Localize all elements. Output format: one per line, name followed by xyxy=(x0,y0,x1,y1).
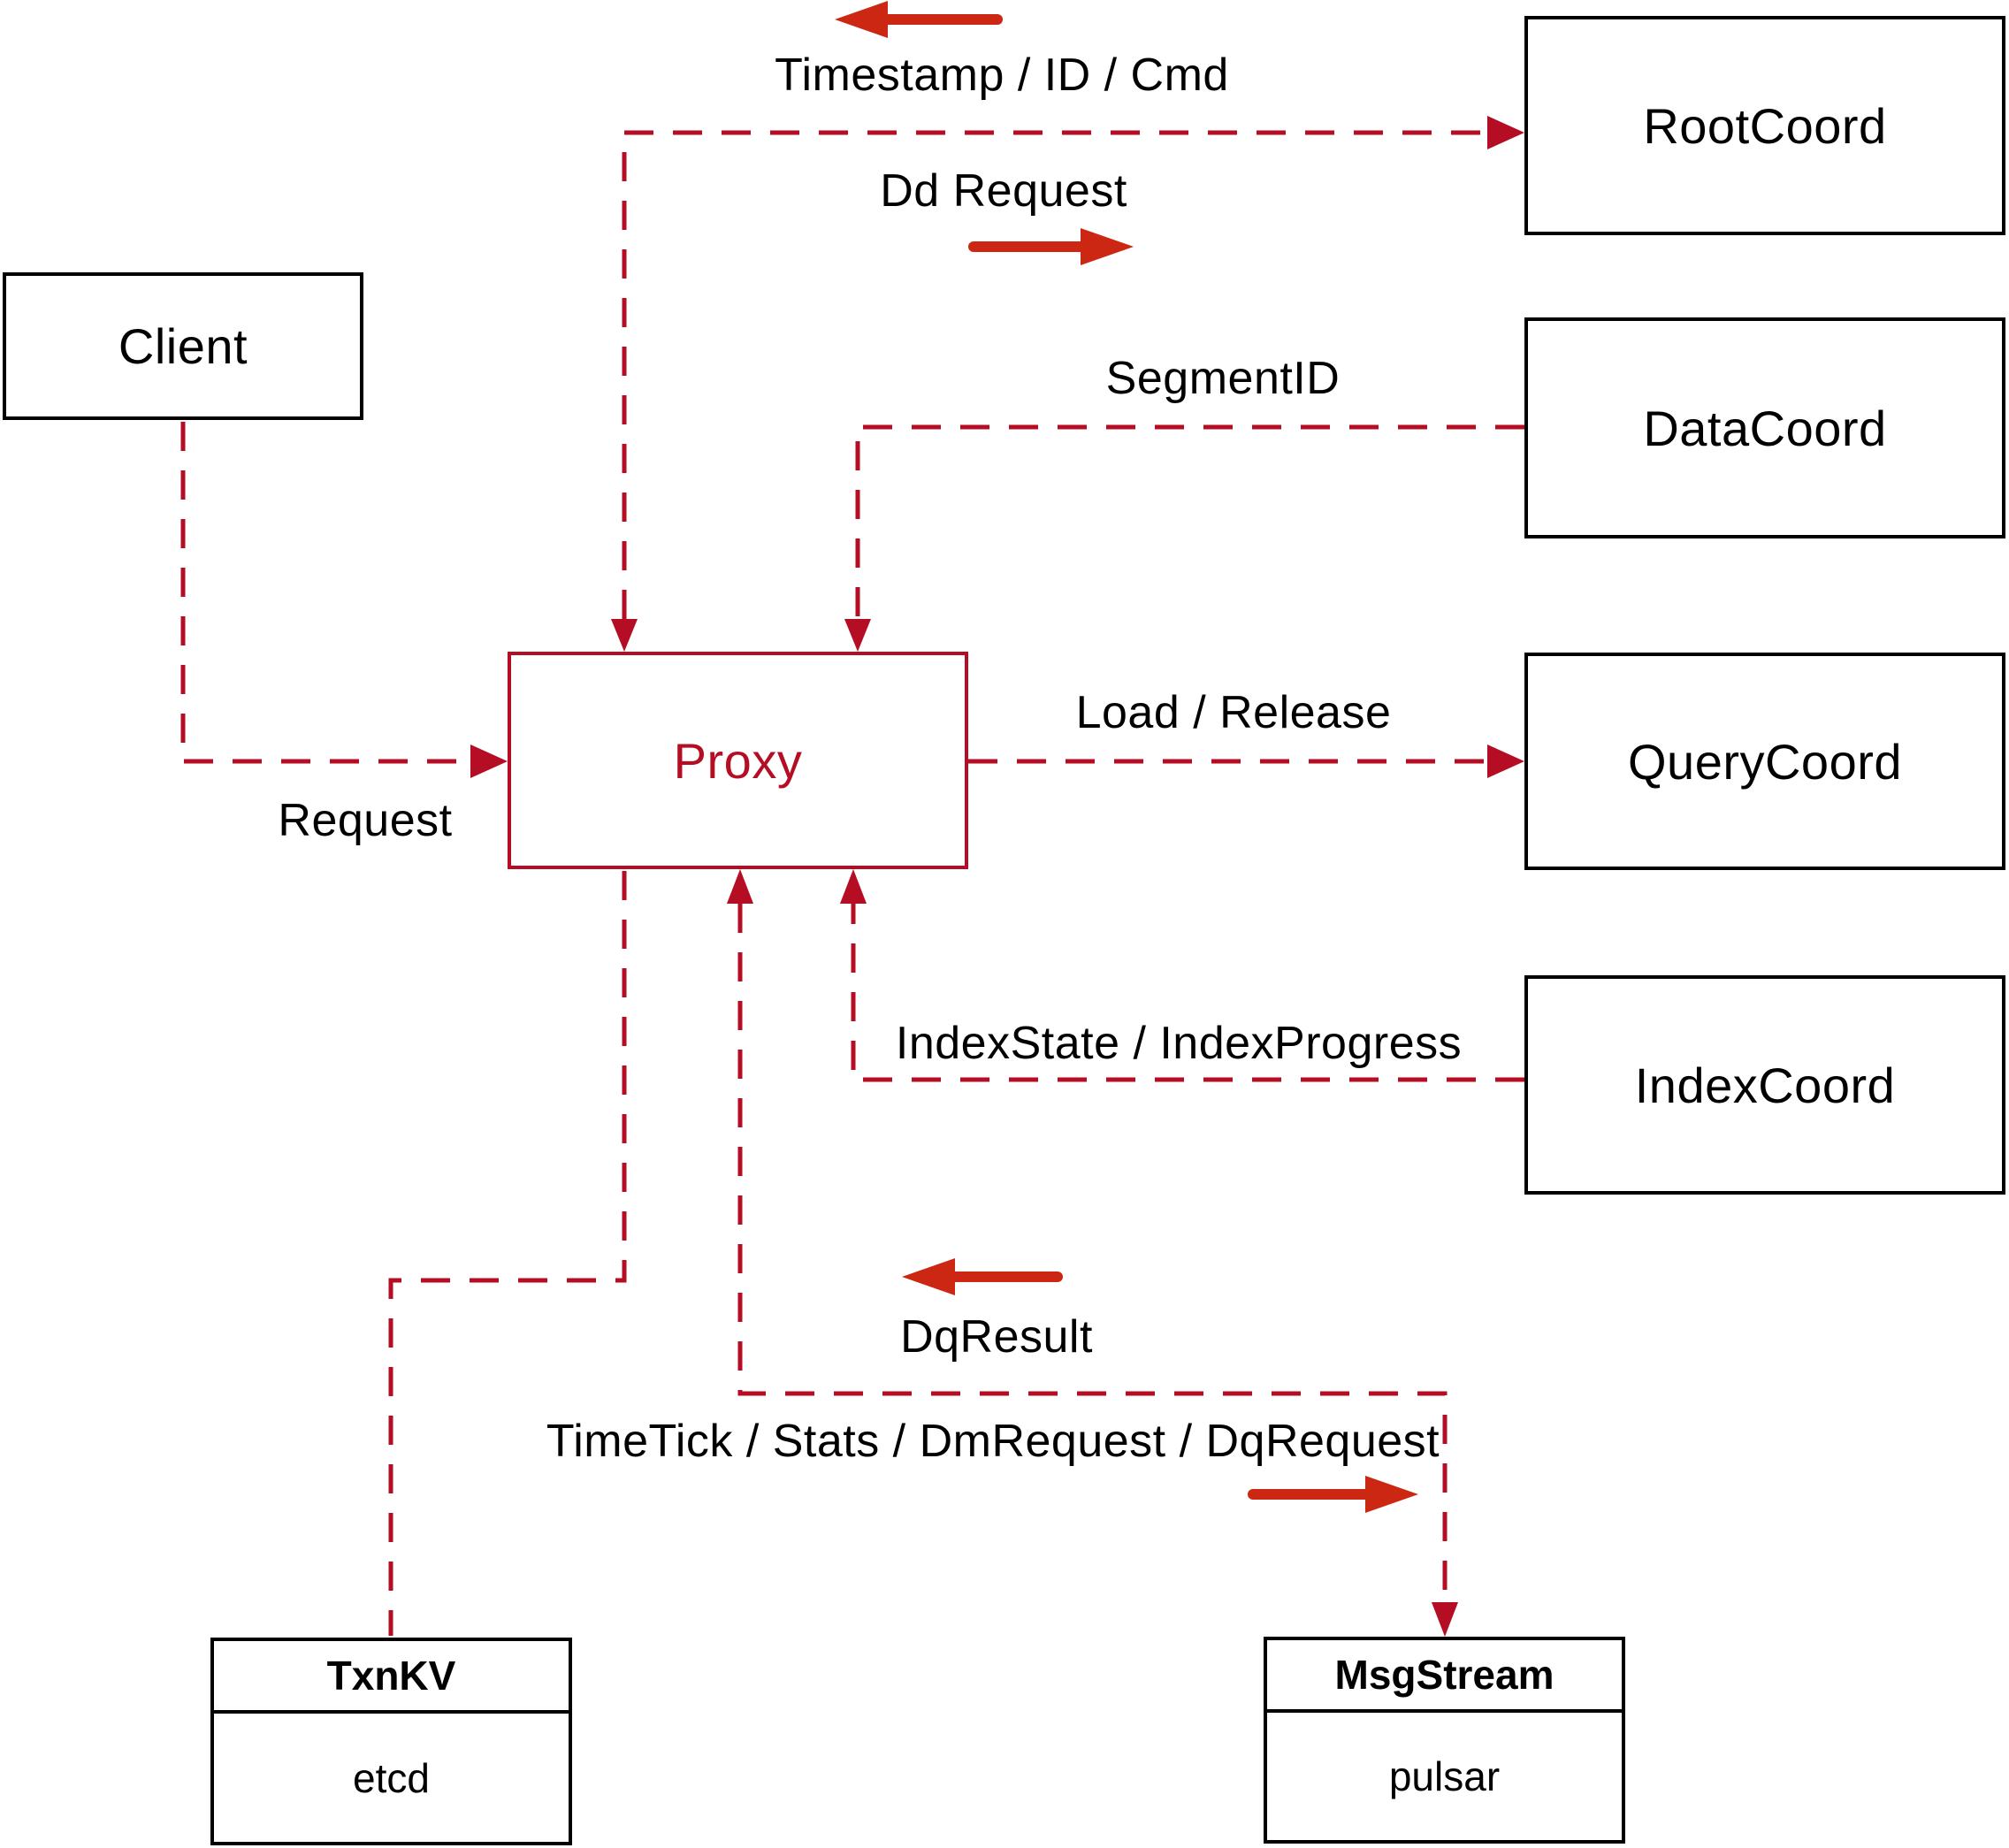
flow-arrow-dqresult-head xyxy=(902,1258,955,1295)
edge-indexcoord-proxy xyxy=(840,869,1524,1082)
flow-arrow-ddrequest-right xyxy=(968,228,1134,265)
arrowhead-into-proxy-top-left xyxy=(611,619,638,652)
edge-client-proxy-line xyxy=(180,422,470,764)
node-msgstream-subtitle: pulsar xyxy=(1388,1753,1501,1799)
node-txnkv: TxnKV etcd xyxy=(210,1638,572,1845)
node-txnkv-subtitle: etcd xyxy=(353,1754,430,1801)
node-client-label: Client xyxy=(118,318,248,374)
edge-label-timestamp-id-cmd: Timestamp / ID / Cmd xyxy=(775,50,1229,101)
arrowhead-into-proxy-bottom-right xyxy=(840,869,867,904)
flow-arrow-timetick-right xyxy=(1248,1476,1418,1513)
arrowhead-into-msgstream xyxy=(1432,1602,1458,1637)
node-indexcoord: IndexCoord xyxy=(1524,975,2005,1195)
node-querycoord: QueryCoord xyxy=(1524,653,2005,870)
node-proxy: Proxy xyxy=(508,652,968,869)
flow-arrow-timestamp-head xyxy=(835,1,888,38)
node-msgstream: MsgStream pulsar xyxy=(1264,1637,1625,1844)
node-rootcoord-label: RootCoord xyxy=(1643,97,1887,154)
arrowhead-into-proxy-left xyxy=(470,745,508,778)
node-proxy-label: Proxy xyxy=(673,732,803,789)
node-datacoord: DataCoord xyxy=(1524,317,2005,538)
arrowhead-into-proxy-top-right xyxy=(844,619,871,652)
flow-arrow-ddrequest-head xyxy=(1081,228,1134,265)
edge-label-index-state: IndexState / IndexProgress xyxy=(895,1018,1463,1069)
edge-indexcoord-proxy-line xyxy=(851,904,1524,1082)
node-datacoord-label: DataCoord xyxy=(1643,400,1887,456)
edge-proxy-txnkv xyxy=(388,871,627,1636)
edge-proxy-txnkv-line xyxy=(388,871,627,1636)
arrowhead-into-proxy-bottom-left xyxy=(727,869,753,904)
node-msgstream-title: MsgStream xyxy=(1267,1640,1622,1713)
arrowhead-into-rootcoord xyxy=(1487,116,1524,149)
node-querycoord-label: QueryCoord xyxy=(1627,733,1903,790)
edge-proxy-rootcoord-line xyxy=(622,130,1487,619)
edge-label-time-tick: TimeTick / Stats / DmRequest / DqRequest xyxy=(546,1416,1440,1467)
flow-arrow-dqresult-left xyxy=(902,1258,1063,1295)
node-indexcoord-label: IndexCoord xyxy=(1634,1057,1896,1113)
edge-label-dd-request: Dd Request xyxy=(880,165,1127,217)
edge-label-dq-result: DqResult xyxy=(900,1311,1093,1363)
edge-proxy-msgstream xyxy=(727,869,1458,1637)
arrowhead-into-querycoord xyxy=(1487,745,1524,778)
node-rootcoord: RootCoord xyxy=(1524,16,2005,235)
edge-label-segment-id: SegmentID xyxy=(1105,353,1341,404)
edge-label-request: Request xyxy=(278,795,453,846)
edge-datacoord-proxy xyxy=(844,424,1524,652)
node-client: Client xyxy=(3,272,363,420)
flow-arrow-timestamp-left xyxy=(835,1,1003,38)
edge-proxy-rootcoord xyxy=(611,116,1524,652)
edge-label-load-release: Load / Release xyxy=(1075,687,1392,738)
flow-arrow-timetick-head xyxy=(1365,1476,1418,1513)
edge-datacoord-proxy-line xyxy=(855,424,1524,619)
node-txnkv-title: TxnKV xyxy=(214,1641,569,1714)
edge-client-proxy xyxy=(180,422,508,778)
edge-proxy-msgstream-line xyxy=(737,904,1448,1600)
edge-proxy-querycoord xyxy=(968,745,1524,778)
